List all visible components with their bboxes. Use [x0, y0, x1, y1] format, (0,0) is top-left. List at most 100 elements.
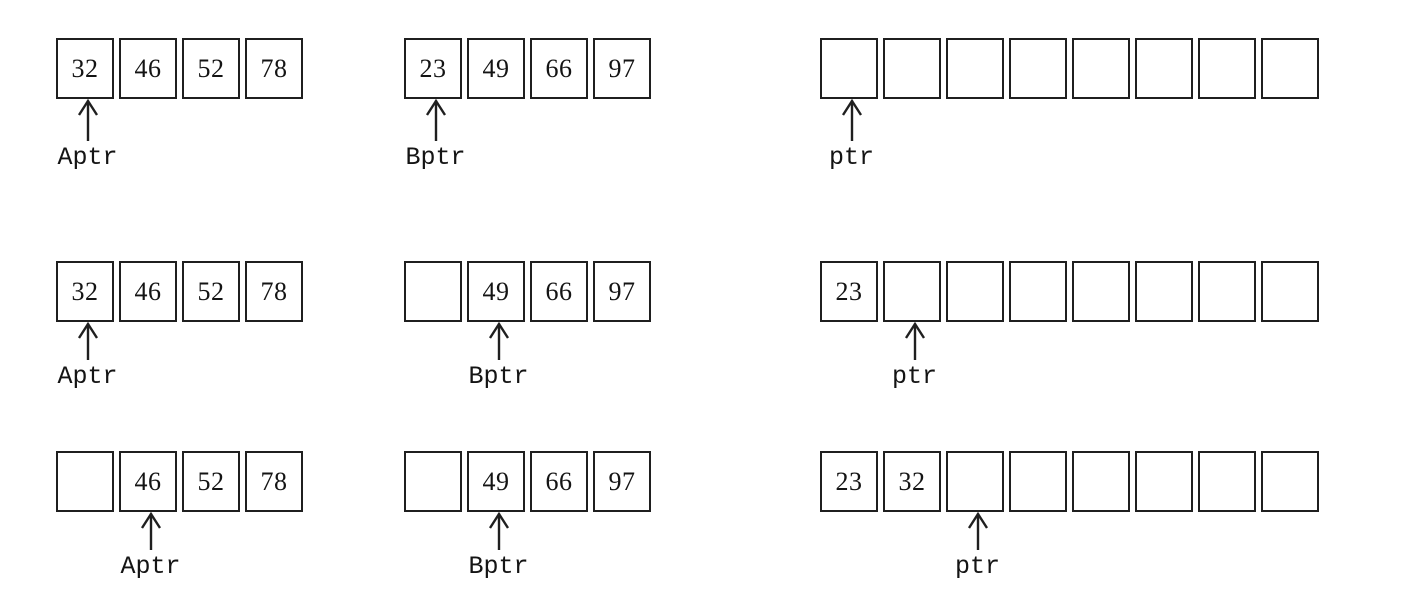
array-cell[interactable] [946, 261, 1004, 322]
array-cell[interactable]: 78 [245, 261, 303, 322]
array-cell[interactable] [1009, 38, 1067, 99]
pointer-aptr: Aptr [119, 511, 182, 581]
up-arrow-icon [841, 98, 862, 141]
array-cell[interactable]: 78 [245, 451, 303, 512]
array-cell[interactable] [1072, 261, 1130, 322]
up-arrow-icon [486, 511, 512, 550]
pointer-ptr: ptr [946, 511, 1009, 581]
pointer-bptr: Bptr [467, 511, 530, 581]
pointer-aptr: Aptr [56, 98, 119, 172]
array-cell[interactable]: 66 [530, 38, 588, 99]
pointer-aptr: Aptr [56, 321, 119, 391]
array-cells [820, 38, 1319, 99]
array-cell[interactable] [883, 261, 941, 322]
array-cell[interactable]: 97 [593, 451, 651, 512]
pointer-label: Aptr [120, 552, 181, 581]
up-arrow-icon [75, 321, 101, 360]
array-cell[interactable] [946, 451, 1004, 512]
up-arrow-icon [486, 321, 512, 360]
up-arrow-icon [423, 98, 449, 141]
array-cell[interactable] [404, 451, 462, 512]
array-cell[interactable] [946, 38, 1004, 99]
pointer-ptr: ptr [820, 98, 883, 172]
array-cell[interactable] [1135, 38, 1193, 99]
pointer-bptr: Bptr [467, 321, 530, 391]
array-cell[interactable]: 46 [119, 38, 177, 99]
array-cell[interactable] [1198, 451, 1256, 512]
array-cell[interactable] [56, 451, 114, 512]
array-cell[interactable] [1072, 451, 1130, 512]
up-arrow-icon [425, 98, 446, 141]
array-cell[interactable]: 52 [182, 261, 240, 322]
array-cell[interactable] [1135, 451, 1193, 512]
pointer-label: ptr [954, 552, 1000, 581]
array-cell[interactable]: 23 [820, 451, 878, 512]
array-cell[interactable]: 97 [593, 261, 651, 322]
array-cell[interactable] [883, 38, 941, 99]
pointer-label: Bptr [405, 143, 466, 172]
array-cell[interactable] [1009, 261, 1067, 322]
array-cell[interactable] [1198, 261, 1256, 322]
array-cells: 23 [820, 261, 1319, 322]
pointer-label: Bptr [468, 552, 529, 581]
array-cell[interactable]: 32 [883, 451, 941, 512]
up-arrow-icon [904, 321, 925, 360]
pointer-label: Bptr [468, 362, 529, 391]
array-cell[interactable]: 32 [56, 38, 114, 99]
array-cell[interactable] [1261, 261, 1319, 322]
pointer-ptr: ptr [883, 321, 946, 391]
up-arrow-icon [77, 98, 98, 141]
array-cell[interactable]: 66 [530, 451, 588, 512]
up-arrow-icon [967, 511, 988, 550]
up-arrow-icon [77, 321, 98, 360]
array-cell[interactable]: 49 [467, 261, 525, 322]
array-cell[interactable] [1135, 261, 1193, 322]
array-cell[interactable]: 66 [530, 261, 588, 322]
array-cell[interactable] [1261, 451, 1319, 512]
array-cell[interactable] [820, 38, 878, 99]
row-2-array-out: 23 ptr [820, 261, 1319, 389]
row-1-array-out: ptr [820, 38, 1319, 170]
up-arrow-icon [902, 321, 928, 360]
array-cell[interactable] [404, 261, 462, 322]
array-cell[interactable]: 46 [119, 451, 177, 512]
array-cell[interactable]: 52 [182, 38, 240, 99]
up-arrow-icon [140, 511, 161, 550]
pointer-label: ptr [828, 143, 874, 172]
array-cell[interactable] [1261, 38, 1319, 99]
array-cell[interactable]: 49 [467, 451, 525, 512]
array-cell[interactable]: 78 [245, 38, 303, 99]
array-cell[interactable]: 23 [820, 261, 878, 322]
array-cell[interactable]: 49 [467, 38, 525, 99]
array-cell[interactable]: 32 [56, 261, 114, 322]
pointer-label: ptr [891, 362, 937, 391]
array-cell[interactable]: 52 [182, 451, 240, 512]
array-cell[interactable] [1072, 38, 1130, 99]
up-arrow-icon [965, 511, 991, 550]
array-cell[interactable]: 46 [119, 261, 177, 322]
pointer-label: Aptr [57, 362, 118, 391]
up-arrow-icon [839, 98, 865, 141]
pointer-label: Aptr [57, 143, 118, 172]
array-cell[interactable] [1198, 38, 1256, 99]
up-arrow-icon [488, 511, 509, 550]
array-cell[interactable] [1009, 451, 1067, 512]
array-cell[interactable]: 23 [404, 38, 462, 99]
up-arrow-icon [488, 321, 509, 360]
array-cell[interactable]: 97 [593, 38, 651, 99]
up-arrow-icon [138, 511, 164, 550]
